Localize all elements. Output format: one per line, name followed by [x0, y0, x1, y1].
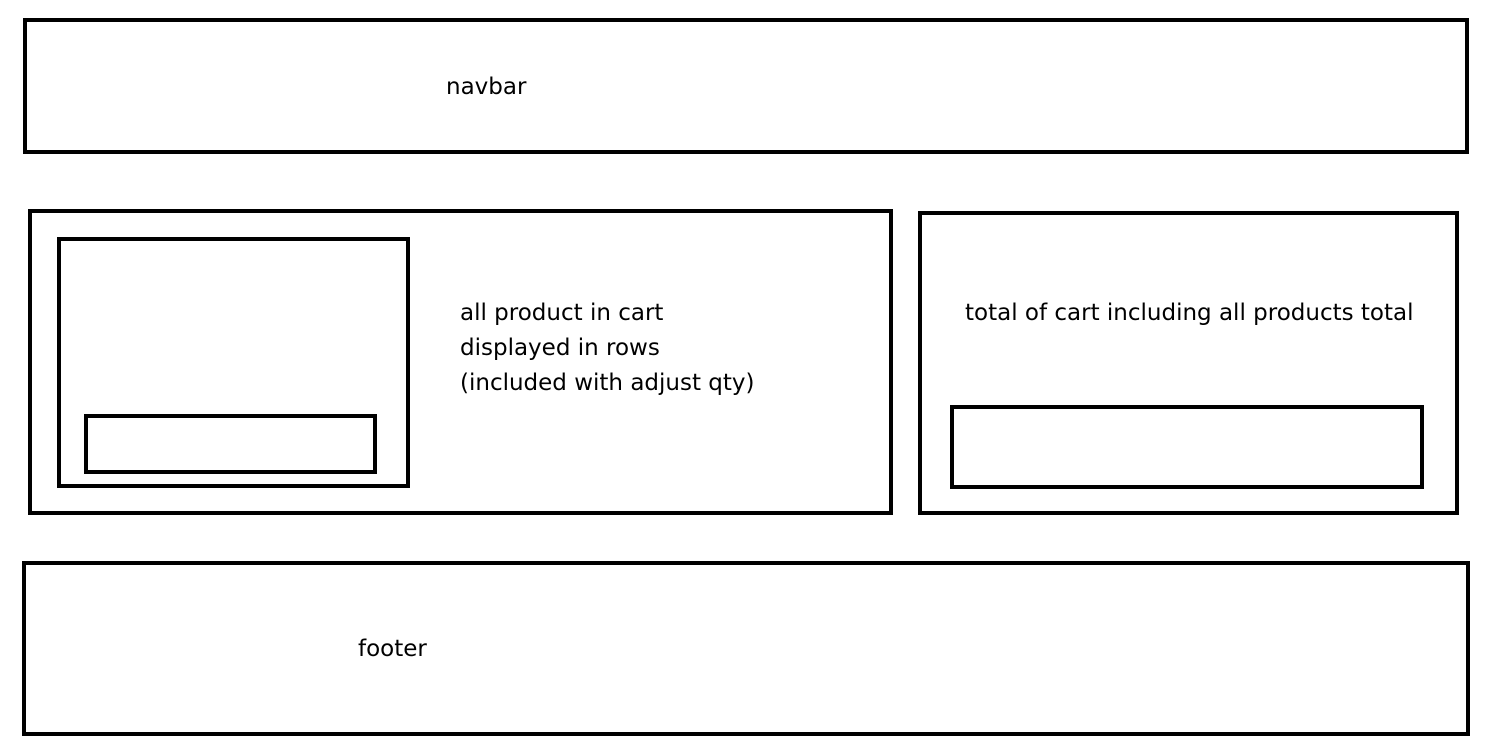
cart-products-description-line: (included with adjust qty): [460, 370, 755, 396]
cart-products-description-line: displayed in rows: [460, 335, 660, 361]
navbar-box: [23, 18, 1469, 154]
product-qty-control-box: [84, 414, 377, 474]
cart-products-description-line: all product in cart: [460, 300, 664, 326]
footer-label: footer: [358, 636, 427, 662]
cart-total-action-box: [950, 405, 1424, 489]
navbar-label: navbar: [446, 74, 527, 100]
cart-products-description: all product in cart displayed in rows (i…: [460, 296, 755, 401]
cart-total-label: total of cart including all products tot…: [965, 300, 1414, 326]
footer-box: [22, 561, 1470, 736]
